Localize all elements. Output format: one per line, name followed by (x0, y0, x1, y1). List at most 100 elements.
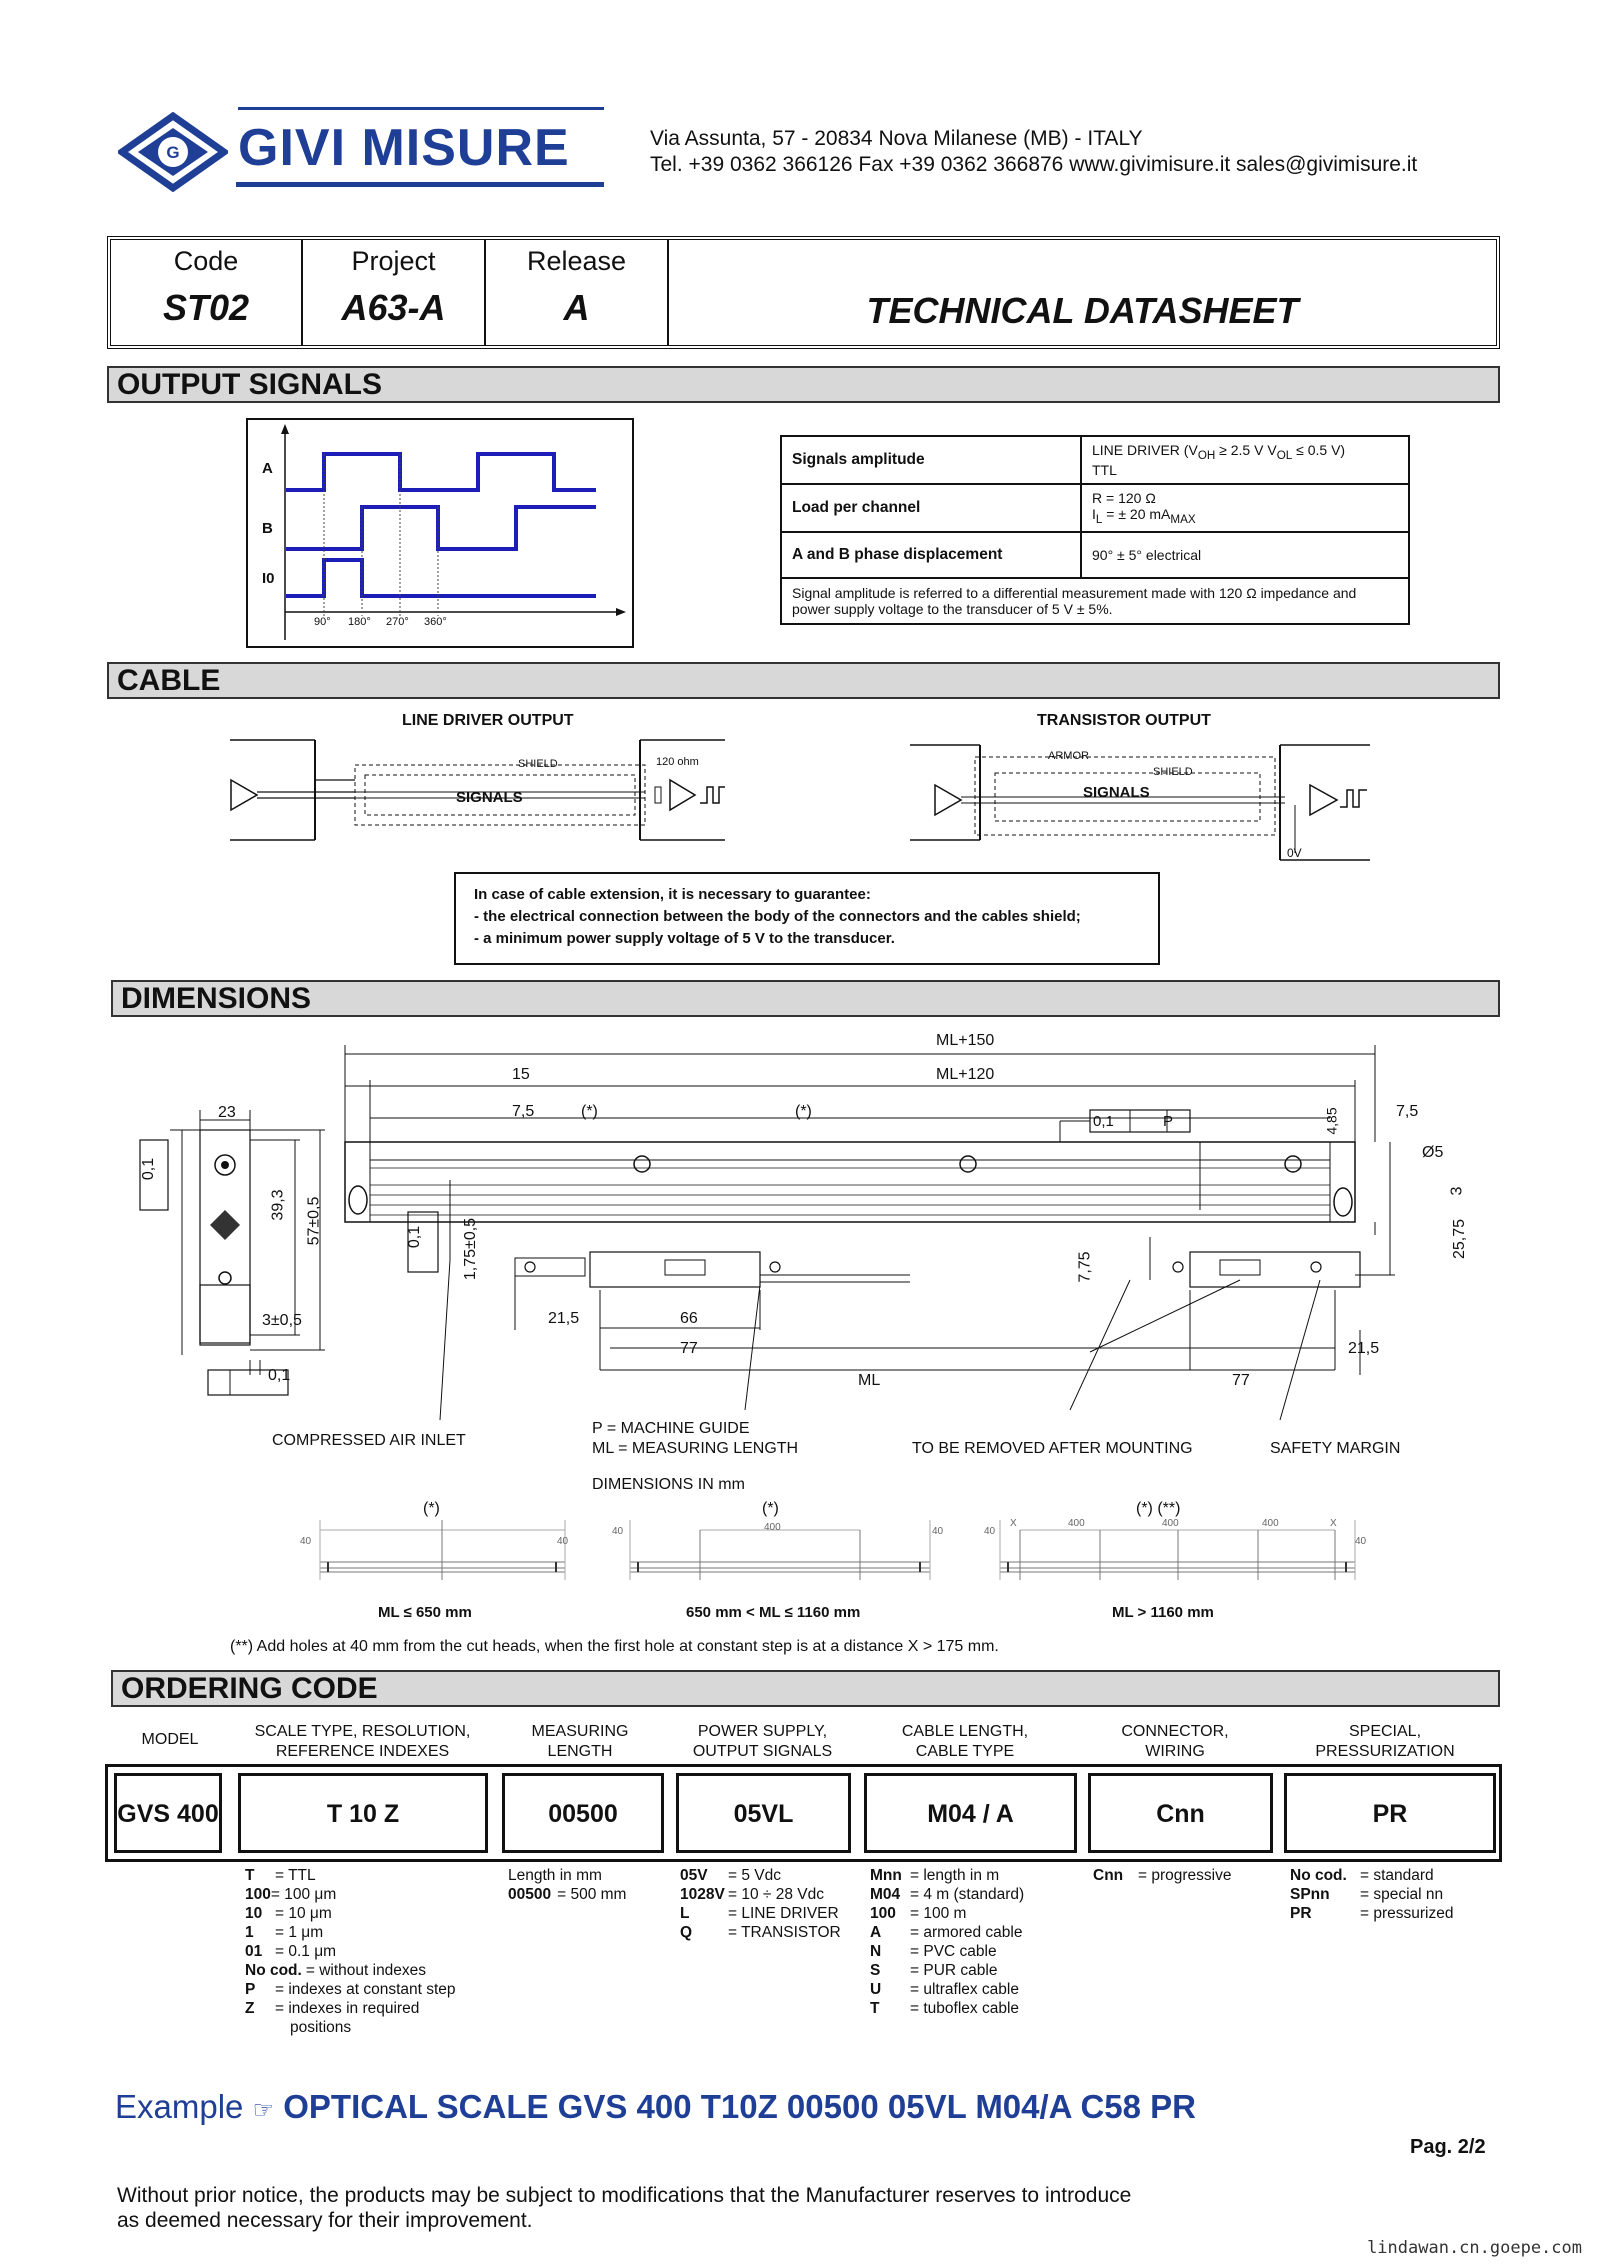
legend-desc: = special nn (1360, 1886, 1444, 1903)
project-cell: Project A63-A (303, 240, 486, 345)
dim-21-5-right: 21,5 (1348, 1340, 1380, 1357)
load-sub: MAX (1170, 512, 1196, 526)
legend-key: T (870, 2000, 880, 2017)
ordering-header-connector: CONNECTOR,WIRING (1080, 1722, 1270, 1762)
legend-item: L= LINE DRIVER (680, 1904, 841, 1923)
legend-item: T= TTL (245, 1866, 456, 1885)
header-text: REFERENCE INDEXES (275, 1743, 450, 1760)
legend-desc: = PVC cable (910, 1943, 997, 1960)
legend-item: No cod.= without indexes (245, 1961, 456, 1980)
dim-star-1: (*) (581, 1103, 598, 1120)
dim-dia-5: Ø5 (1422, 1144, 1444, 1161)
dim-ml-120: ML+120 (936, 1066, 995, 1083)
degree-180: 180° (348, 616, 371, 628)
header-text: MODEL (141, 1731, 199, 1748)
legend-key: S (870, 1962, 881, 1979)
dim-23: 23 (218, 1104, 236, 1121)
layout-x: X (1010, 1518, 1017, 1529)
example-line: Example ☞ OPTICAL SCALE GVS 400 T10Z 005… (115, 2088, 1196, 2126)
table-row: Signal amplitude is referred to a differ… (780, 577, 1410, 625)
header-text: OUTPUT SIGNALS (692, 1743, 833, 1760)
legend-item: A= armored cable (870, 1923, 1024, 1942)
layout-40: 40 (932, 1526, 944, 1537)
header-text: POWER SUPPLY, (697, 1723, 828, 1740)
load-label: Load per channel (780, 483, 1082, 533)
legend-key: 100 (870, 1905, 896, 1922)
legend-desc: = 5 Vdc (728, 1867, 781, 1884)
brand-name: GIVI MISURE (238, 119, 570, 177)
title-block: Code ST02 Project A63-A Release A TECHNI… (107, 236, 1500, 349)
legend-item: No cod.= standard (1290, 1866, 1453, 1885)
ordering-header-model: MODEL (120, 1730, 220, 1750)
legend-key: Z (245, 2000, 255, 2017)
legend-desc: = 10 ÷ 28 Vdc (728, 1886, 824, 1903)
dim-ml-150: ML+150 (936, 1032, 995, 1049)
amp-text: ≥ 2.5 V V (1215, 442, 1277, 459)
code-power: 05VL (676, 1773, 851, 1853)
degree-360: 360° (424, 616, 447, 628)
legend-key: U (870, 1981, 882, 1998)
legend-desc: Length in mm (508, 1867, 602, 1884)
example-code: OPTICAL SCALE GVS 400 T10Z 00500 05VL M0… (283, 2088, 1197, 2125)
header-text: CABLE LENGTH, (901, 1723, 1029, 1740)
layout-40: 40 (612, 1526, 624, 1537)
layout-400: 400 (1162, 1518, 1179, 1529)
company-logo-icon: G (118, 112, 228, 192)
legend-desc: = 100 μm (270, 1886, 337, 1903)
legend-item: SPnn= special nn (1290, 1885, 1453, 1904)
ordering-header-power: POWER SUPPLY, OUTPUT SIGNALS (675, 1722, 850, 1762)
cable-extension-note: In case of cable extension, it is necess… (454, 872, 1160, 965)
release-label: Release (526, 246, 627, 276)
legend-desc: = armored cable (910, 1924, 1023, 1941)
legend-key: 05V (680, 1867, 708, 1884)
section-ordering-code: ORDERING CODE (111, 1670, 1500, 1707)
legend-item: Length in mm (508, 1866, 626, 1885)
wave-label-a: A (262, 460, 273, 477)
layout-x: X (1330, 1518, 1337, 1529)
dim-parallel-tolerance: 0,1 (1093, 1113, 1114, 1130)
legend-item: S= PUR cable (870, 1961, 1024, 1980)
code-connector: Cnn (1088, 1773, 1273, 1853)
wave-label-i0: I0 (262, 570, 275, 587)
header-text: PRESSURIZATION (1315, 1743, 1455, 1760)
legend-key: L (680, 1905, 690, 1922)
legend-desc: = 100 m (910, 1905, 967, 1922)
amp-sub: OL (1276, 448, 1293, 462)
example-label: Example (115, 2088, 244, 2125)
transistor-title: TRANSISTOR OUTPUT (1037, 712, 1211, 729)
label-remove-after-mounting: TO BE REMOVED AFTER MOUNTING (912, 1440, 1193, 1457)
degree-90: 90° (314, 616, 331, 628)
legend-item: Cnn= progressive (1093, 1866, 1231, 1885)
legend-item: 05V = 5 Vdc (680, 1866, 841, 1885)
legend-item: 100= 100 μm (245, 1885, 456, 1904)
label-measuring-length: ML = MEASURING LENGTH (592, 1440, 799, 1457)
dim-ml: ML (858, 1372, 881, 1389)
layout-star-1: (*) (423, 1500, 440, 1517)
hole-layouts (319, 1520, 1356, 1580)
dim-77-left: 77 (680, 1340, 698, 1357)
dim-57: 57±0,5 (305, 1196, 323, 1246)
table-row: Load per channel R = 120 Ω IL = ± 20 mAM… (780, 483, 1410, 533)
note-line: - the electrical connection between the … (474, 908, 1081, 925)
layout-40: 40 (1355, 1536, 1367, 1547)
legend-power: 05V= 5 Vdc 1028V= 10 ÷ 28 Vdc L= LINE DR… (680, 1866, 841, 1942)
dim-25-75: 25,75 (1451, 1218, 1469, 1260)
disclaimer: Without prior notice, the products may b… (117, 2183, 1131, 2233)
layout-star-3: (*) (**) (1136, 1500, 1181, 1517)
dim-66: 66 (680, 1310, 698, 1327)
label-safety-margin: SAFETY MARGIN (1270, 1440, 1401, 1457)
legend-desc: = without indexes (305, 1962, 427, 1979)
legend-item: positions (245, 2018, 456, 2037)
layout-400: 400 (1068, 1518, 1085, 1529)
tr-signals-label: SIGNALS (1083, 784, 1150, 801)
ordering-header-scale: SCALE TYPE, RESOLUTION,REFERENCE INDEXES (240, 1722, 485, 1762)
label-dimensions-mm: DIMENSIONS IN mm (592, 1476, 745, 1493)
line-driver-cable-diagram (230, 739, 725, 841)
header-text: CABLE TYPE (915, 1743, 1015, 1760)
legend-item: 1= 1 μm (245, 1923, 456, 1942)
table-row: A and B phase displacement 90° ± 5° elec… (780, 531, 1410, 579)
waveform-diagram: A B I0 90° 180° 270° 360° (246, 418, 634, 648)
legend-length: Length in mm 00500= 500 mm (508, 1866, 626, 1904)
dim-7-5-right: 7,5 (1396, 1103, 1419, 1120)
tr-armor-label: ARMOR (1048, 750, 1089, 762)
